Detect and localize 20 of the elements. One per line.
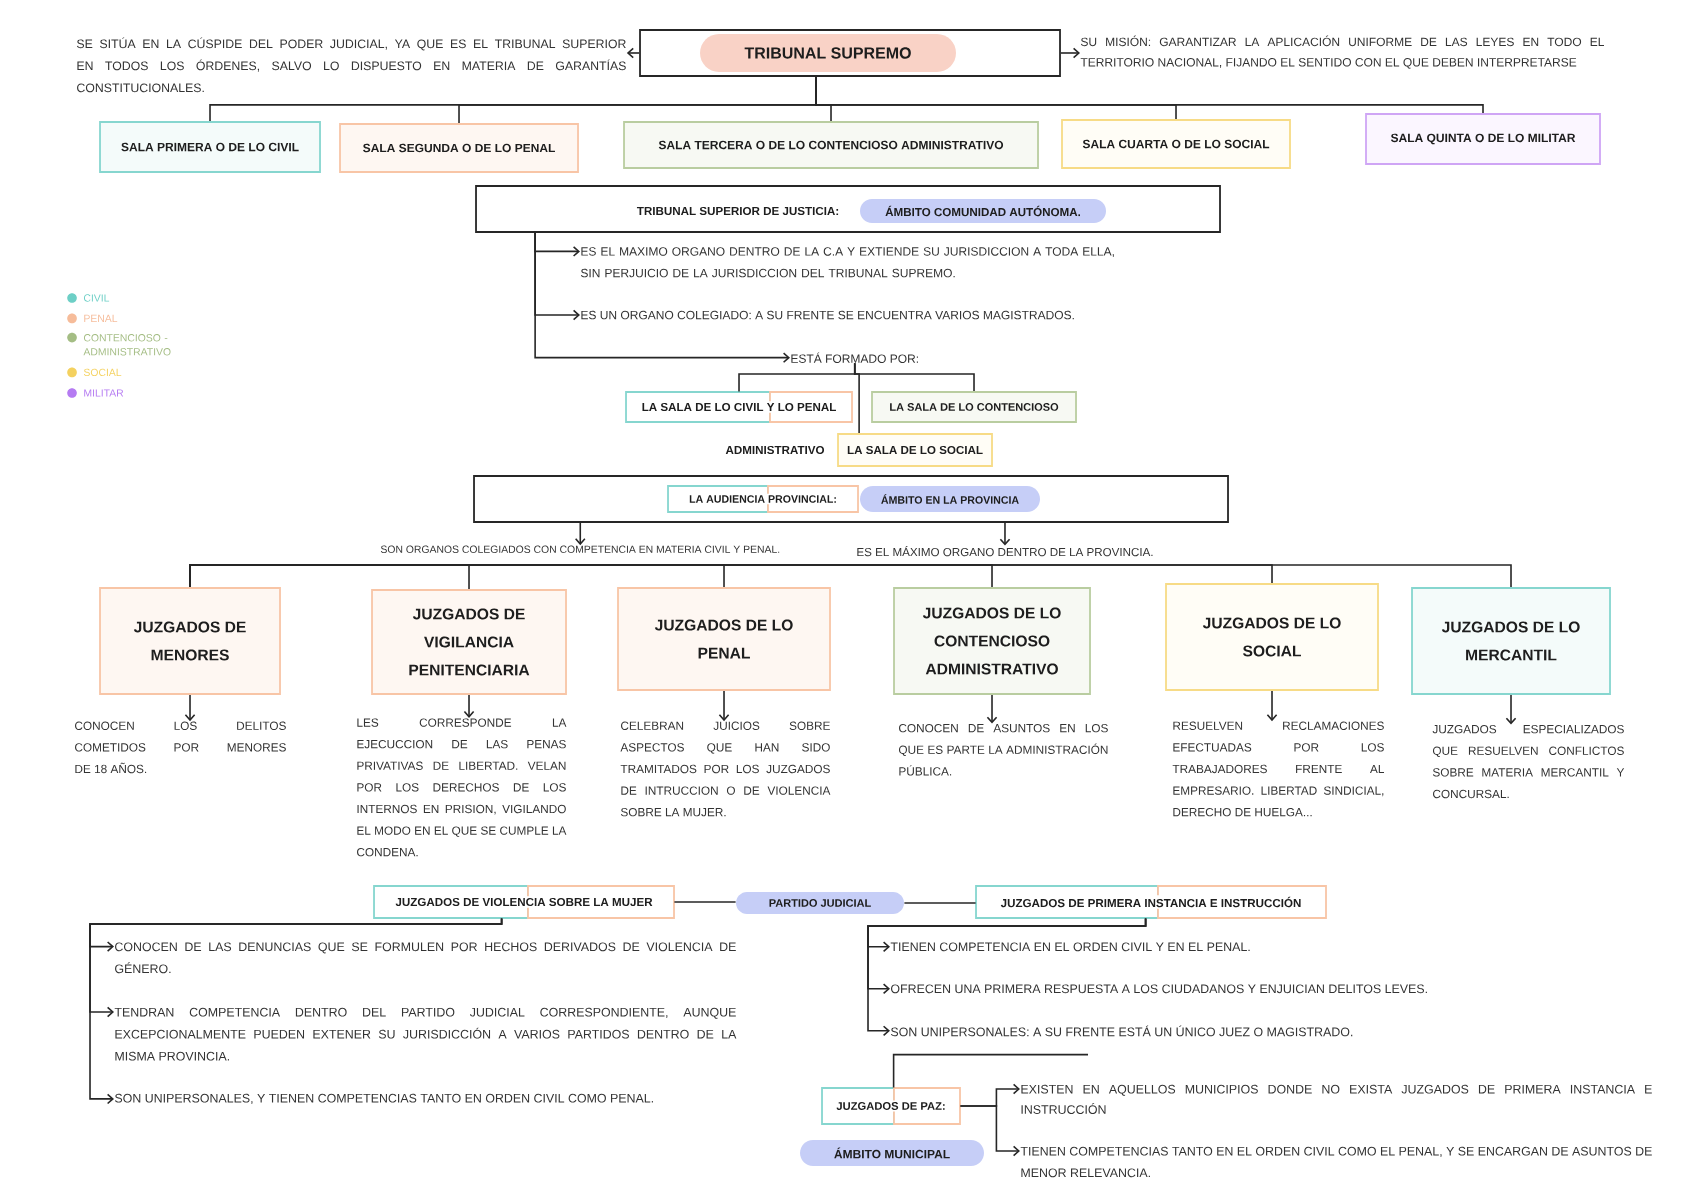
connector-line xyxy=(892,1053,1089,1089)
connector-line xyxy=(673,901,737,903)
arrow xyxy=(626,47,640,59)
arrow xyxy=(986,694,998,724)
arrow xyxy=(463,694,475,718)
arrow xyxy=(718,690,730,722)
arrow xyxy=(999,522,1011,546)
arrow xyxy=(89,917,503,1105)
arrow xyxy=(534,232,790,364)
title-box: TRIBUNAL SUPREMO xyxy=(639,29,1061,77)
arrow xyxy=(959,1105,1020,1157)
connector-line xyxy=(189,564,1512,588)
arrow xyxy=(184,694,196,722)
arrow xyxy=(1505,694,1517,725)
arrow xyxy=(1060,47,1080,59)
connector-line xyxy=(903,902,977,904)
connector-line xyxy=(853,362,860,434)
arrow xyxy=(867,917,1147,1037)
arrow xyxy=(574,522,586,546)
arrow xyxy=(1266,690,1278,722)
